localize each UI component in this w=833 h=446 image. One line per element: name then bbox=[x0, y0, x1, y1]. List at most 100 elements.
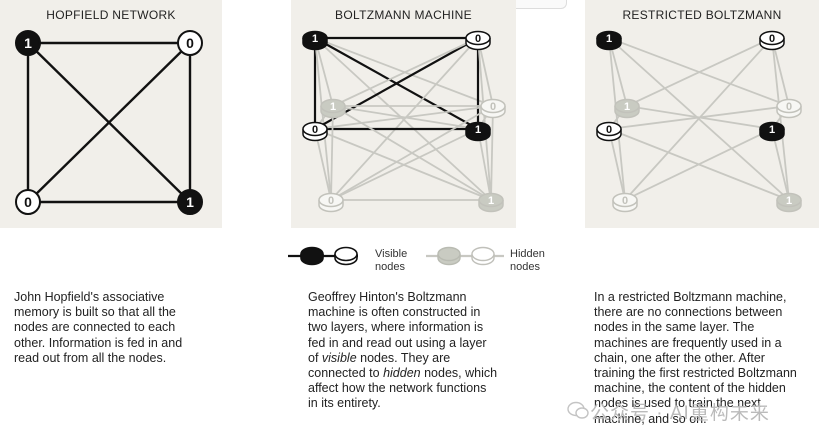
boltzmann-title: BOLTZMANN MACHINE bbox=[335, 8, 472, 22]
text-line: in its entirety. bbox=[308, 396, 381, 411]
node-label: 0 bbox=[312, 124, 318, 136]
node-label: 0 bbox=[328, 195, 334, 207]
restricted-description: In a restricted Boltzmann machine, there… bbox=[594, 290, 826, 427]
visible-node-1: 1 bbox=[596, 30, 622, 51]
text-span: nodes. They are bbox=[356, 350, 451, 365]
node-0: 0 bbox=[15, 189, 41, 215]
node-label: 1 bbox=[475, 124, 481, 136]
visible-node-0: 0 bbox=[596, 121, 622, 142]
text-line: memory is built so that all the bbox=[14, 305, 176, 320]
node-label: 1 bbox=[488, 195, 494, 207]
hidden-edge bbox=[314, 37, 492, 201]
emphasis-visible: visible bbox=[321, 350, 357, 365]
node-label: 0 bbox=[786, 101, 792, 113]
hidden-node-1: 1 bbox=[320, 98, 346, 119]
text-line: connected to hidden nodes, which bbox=[308, 366, 523, 381]
hidden-edge bbox=[332, 105, 479, 130]
hidden-node-0: 0 bbox=[612, 192, 638, 213]
visible-node-0: 0 bbox=[465, 30, 491, 51]
text-line: nodes are connected to each bbox=[14, 320, 176, 335]
visible-node-1: 1 bbox=[465, 121, 491, 142]
node-label: 1 bbox=[624, 101, 630, 113]
hidden-node-1: 1 bbox=[478, 192, 504, 213]
hopfield-diagram: 1 0 0 1 bbox=[15, 30, 203, 215]
text-line: machine, the content of the hidden bbox=[594, 381, 786, 396]
emphasis-hidden: hidden bbox=[383, 366, 421, 381]
restricted-boltzmann-title: RESTRICTED BOLTZMANN bbox=[622, 8, 782, 22]
text-line: of visible nodes. They are bbox=[308, 351, 523, 366]
hidden-edge bbox=[332, 37, 479, 107]
node-label: 1 bbox=[312, 33, 318, 45]
text-line: read out from all the nodes. bbox=[14, 350, 167, 365]
text-span: nodes, which bbox=[420, 366, 498, 381]
node-1: 1 bbox=[15, 30, 41, 56]
text-line: nodes is used to train the next bbox=[594, 396, 761, 411]
hidden-node-0: 0 bbox=[776, 98, 802, 119]
visible-node-0: 0 bbox=[759, 30, 785, 51]
text-line: machine is often constructed in bbox=[308, 305, 481, 320]
edges bbox=[313, 36, 494, 201]
hidden-edge bbox=[626, 37, 773, 107]
visible-node-0: 0 bbox=[302, 121, 328, 142]
text-line: affect how the network functions bbox=[308, 381, 487, 396]
edges bbox=[608, 37, 790, 201]
hidden-edge bbox=[330, 105, 494, 201]
node-label: 1 bbox=[186, 194, 194, 210]
node-label: 1 bbox=[606, 33, 612, 45]
hidden-nodes-swatch bbox=[426, 246, 504, 266]
node-label: 0 bbox=[769, 33, 775, 45]
node-label: 0 bbox=[622, 195, 628, 207]
edge bbox=[27, 42, 191, 203]
text-line: chain, one after the other. After bbox=[594, 350, 765, 365]
node-label: 1 bbox=[24, 35, 32, 51]
hopfield-panel: HOPFIELD NETWORK 1 0 0 1 bbox=[0, 0, 222, 228]
text-line: Geoffrey Hinton's Boltzmann bbox=[308, 290, 467, 304]
hopfield-description: John Hopfield's associative memory is bu… bbox=[14, 290, 222, 366]
text-line: In a restricted Boltzmann machine, bbox=[594, 290, 787, 304]
text-line: John Hopfield's associative bbox=[14, 290, 165, 304]
text-line: training the first restricted Boltzmann bbox=[594, 366, 797, 381]
hidden-node-1: 1 bbox=[776, 192, 802, 213]
node-label: 1 bbox=[769, 124, 775, 136]
node-label: 1 bbox=[330, 101, 336, 113]
hopfield-title: HOPFIELD NETWORK bbox=[46, 8, 176, 22]
node-1: 1 bbox=[177, 189, 203, 215]
legend-visible-line2: nodes bbox=[375, 261, 405, 273]
text-span: connected to bbox=[308, 366, 384, 381]
text-line: there are no connections between bbox=[594, 305, 783, 320]
hidden-edge bbox=[490, 105, 494, 201]
text-line: machines are frequently used in a bbox=[594, 335, 782, 350]
hidden-edge bbox=[330, 128, 479, 201]
legend-hidden-line1: Hidden bbox=[510, 248, 545, 260]
hidden-edge bbox=[626, 105, 773, 130]
node-label: 0 bbox=[24, 194, 32, 210]
visible-nodes-swatch bbox=[288, 246, 358, 266]
text-span: of bbox=[308, 350, 322, 365]
legend-swatches bbox=[288, 246, 504, 266]
visible-node-1: 1 bbox=[302, 30, 328, 51]
text-line: two layers, where information is bbox=[308, 320, 484, 335]
node-label: 0 bbox=[606, 124, 612, 136]
node-label: 0 bbox=[490, 101, 496, 113]
node-0: 0 bbox=[177, 30, 203, 56]
text-line: fed in and read out using a layer bbox=[308, 335, 487, 350]
text-line: machine, and so on. bbox=[594, 411, 707, 426]
hidden-edge bbox=[330, 37, 479, 201]
hidden-edge bbox=[330, 105, 334, 201]
hidden-edge bbox=[624, 37, 773, 201]
legend-hidden-label: Hidden nodes bbox=[510, 248, 545, 274]
legend-visible-label: Visible nodes bbox=[375, 248, 407, 274]
wechat-icon bbox=[567, 401, 589, 419]
node-label: 1 bbox=[786, 195, 792, 207]
watermark: 公众号 · AI重构未来 bbox=[590, 403, 770, 424]
node-label: 0 bbox=[186, 35, 194, 51]
legend-hidden-line2: nodes bbox=[510, 261, 540, 273]
legend-visible-line1: Visible bbox=[375, 248, 408, 260]
visible-node-1: 1 bbox=[759, 121, 785, 142]
text-line: nodes in the same layer. The bbox=[594, 320, 755, 335]
hidden-edge bbox=[624, 128, 773, 201]
text-line: other. Information is fed in and bbox=[14, 335, 183, 350]
